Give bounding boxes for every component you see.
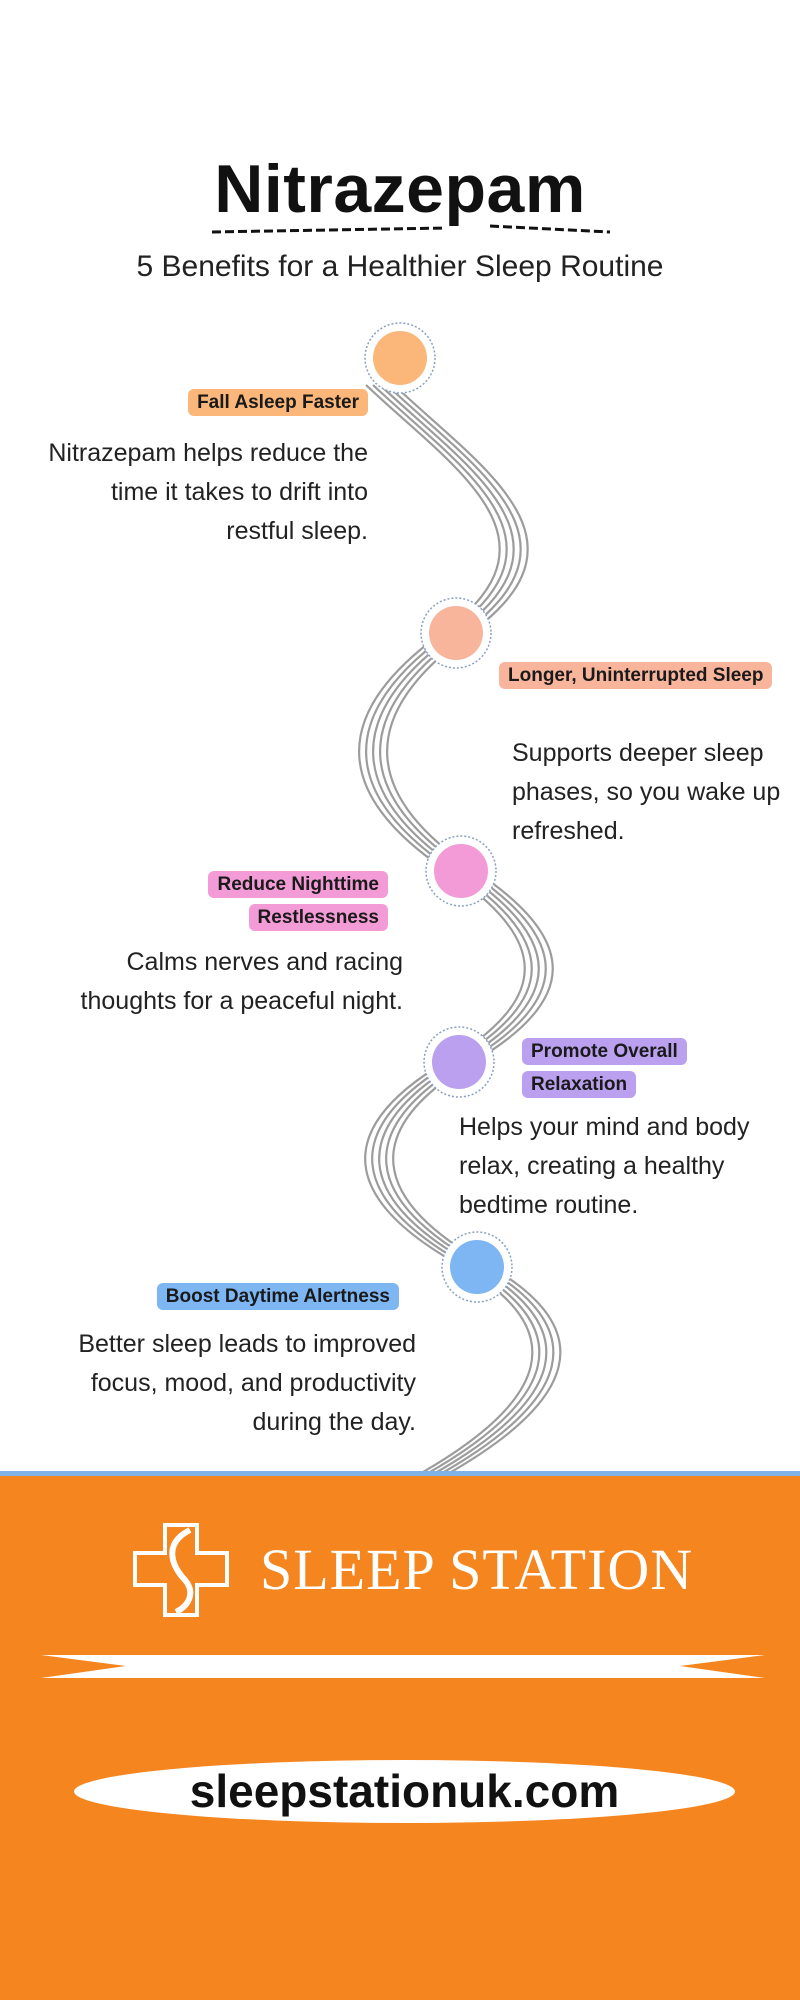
benefit-2-text: Supports deeper sleep phases, so you wak…: [512, 739, 781, 845]
benefit-3-text: Calms nerves and racing thoughts for a p…: [80, 948, 403, 1015]
benefit-4-text: Helps your mind and body relax, creating…: [459, 1113, 750, 1219]
benefit-5-text: Better sleep leads to improved focus, mo…: [78, 1330, 416, 1436]
website-link[interactable]: sleepstationuk.com: [74, 1760, 735, 1823]
benefit-5-title-text: Boost Daytime Alertness: [156, 1283, 399, 1310]
benefit-node-1: [364, 322, 436, 394]
benefit-1-title: Fall Asleep Faster: [100, 386, 368, 419]
benefit-4-title-text: Promote Overall Relaxation: [522, 1038, 687, 1098]
footer-accent-line: [0, 1471, 800, 1476]
benefit-3-title-text: Reduce Nighttime Restlessness: [208, 871, 388, 931]
benefit-4-title: Promote Overall Relaxation: [522, 1035, 742, 1101]
benefit-5-title: Boost Daytime Alertness: [60, 1280, 399, 1313]
benefit-2-title: Longer, Uninterrupted Sleep: [499, 659, 789, 692]
benefit-node-4: [423, 1026, 495, 1098]
brand-name: SLEEP STATION: [260, 1537, 694, 1602]
wavy-path: [358, 322, 562, 1476]
benefit-2-title-text: Longer, Uninterrupted Sleep: [499, 662, 773, 689]
benefit-node-5: [441, 1231, 513, 1303]
benefit-1-title-text: Fall Asleep Faster: [188, 389, 368, 416]
benefit-3-title: Reduce Nighttime Restlessness: [150, 868, 388, 934]
benefit-node-2: [420, 597, 492, 669]
benefit-1-text: Nitrazepam helps reduce the time it take…: [48, 439, 368, 545]
page-title: Nitrazepam: [214, 151, 586, 227]
benefit-node-3: [425, 835, 497, 907]
title-underline: [211, 224, 611, 234]
page-subtitle: 5 Benefits for a Healthier Sleep Routine: [136, 250, 664, 283]
